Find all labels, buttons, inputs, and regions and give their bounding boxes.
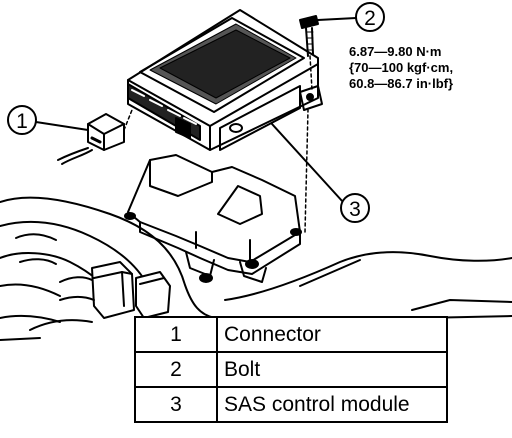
legend-number: 3	[134, 386, 218, 423]
legend-row: 2 Bolt	[134, 351, 448, 388]
callout-3: 3	[340, 193, 370, 223]
bolt	[299, 15, 319, 233]
legend-part-name: Connector	[216, 316, 448, 353]
legend-part-name: SAS control module	[216, 386, 448, 423]
callout-2: 2	[355, 2, 385, 32]
legend-number: 1	[134, 316, 218, 353]
torque-line-2: {70—100 kgf·cm,	[349, 60, 454, 75]
callout-1: 1	[7, 105, 37, 135]
sas-control-module	[127, 9, 323, 151]
torque-line-1: 6.87—9.80 N·m	[349, 44, 442, 59]
torque-specification: 6.87—9.80 N·m {70—100 kgf·cm, 60.8—86.7 …	[349, 44, 453, 92]
svg-text:2: 2	[364, 7, 376, 30]
harness-parts	[0, 261, 171, 341]
legend-number: 2	[134, 351, 218, 388]
connector	[57, 109, 133, 165]
lower-bracket	[124, 154, 302, 283]
callout-leaders	[35, 17, 357, 203]
legend-row: 1 Connector	[134, 316, 448, 353]
parts-legend-table: 1 Connector 2 Bolt 3 SAS control module	[134, 316, 448, 423]
svg-text:1: 1	[16, 110, 28, 133]
legend-part-name: Bolt	[216, 351, 448, 388]
svg-text:3: 3	[349, 198, 361, 221]
legend-row: 3 SAS control module	[134, 386, 448, 423]
torque-line-3: 60.8—86.7 in·lbf}	[349, 76, 454, 91]
